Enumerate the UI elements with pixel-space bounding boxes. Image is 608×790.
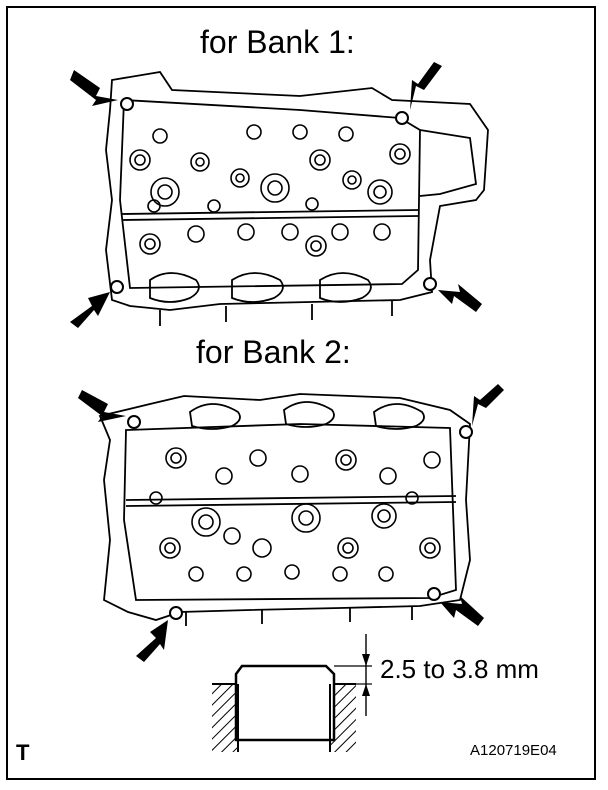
dimension-label: 2.5 to 3.8 mm: [380, 654, 539, 684]
bank2-valve-bosses: [149, 447, 441, 582]
bank2-bolt-bottom-right: [427, 587, 441, 601]
plug-outline: [234, 664, 336, 742]
cylinder-head-bank1: [105, 71, 489, 326]
bank1-title: for Bank 1:: [200, 24, 355, 60]
arrow-icon: [70, 70, 118, 106]
hatch-left: [212, 684, 238, 752]
bank1-arrows: [70, 62, 482, 328]
cylinder-head-bank2: [98, 393, 471, 626]
counterbore-detail: [212, 634, 372, 752]
dimension-arrow-icon: [362, 684, 370, 696]
arrow-icon: [136, 620, 168, 662]
bank1-bolt-top-left: [120, 97, 134, 111]
arrow-icon: [410, 62, 442, 110]
bank1-bolt-bottom-left: [110, 280, 124, 294]
bank1-bolt-bottom-right: [423, 277, 437, 291]
bank2-bolts: [127, 415, 473, 620]
arrow-icon: [472, 384, 504, 426]
figure-code: A120719E04: [470, 742, 557, 759]
dimension-arrow-icon: [362, 654, 370, 666]
bank2-arrows: [78, 384, 504, 662]
arrow-icon: [78, 390, 126, 422]
arrow-icon: [440, 596, 484, 626]
bank2-bolt-bottom-left: [169, 606, 183, 620]
bank2-bolt-top-right: [459, 425, 473, 439]
corner-letter: T: [16, 740, 30, 765]
bank2-bolt-top-left: [127, 415, 141, 429]
arrow-icon: [438, 284, 482, 312]
bank2-title: for Bank 2:: [196, 334, 351, 370]
bank1-bolts: [110, 97, 437, 294]
bank1-valve-bosses: [129, 124, 411, 257]
figure-frame: [6, 6, 596, 780]
arrow-icon: [70, 292, 110, 328]
bank1-bolt-top-right: [395, 111, 409, 125]
